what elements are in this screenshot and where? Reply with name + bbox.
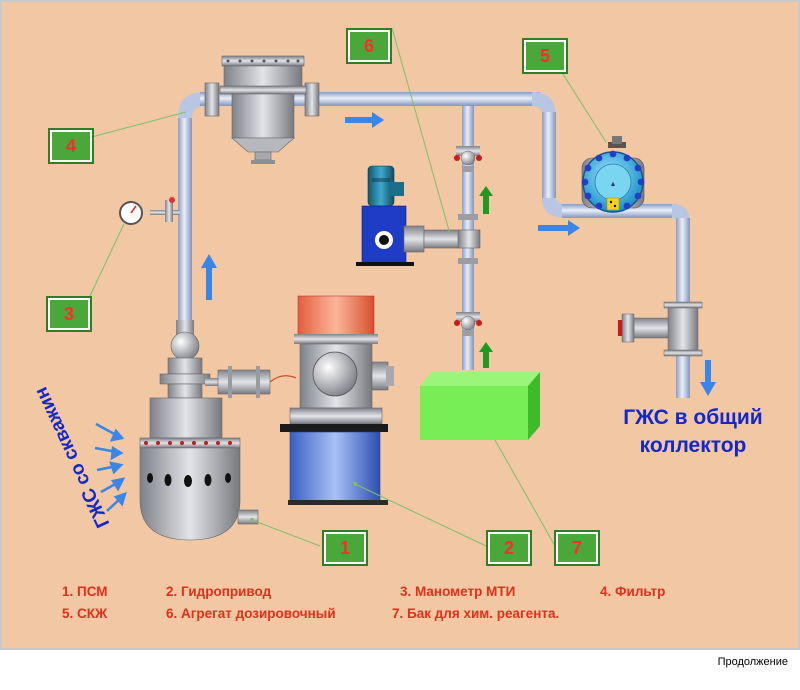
callout-6: 6 xyxy=(348,30,390,62)
continue-link[interactable]: Продолжение xyxy=(717,656,788,668)
leader-lines xyxy=(87,27,607,547)
callout-3: 3 xyxy=(48,298,90,330)
legend-item-5: 5. СКЖ xyxy=(62,606,108,621)
skz-unit: ▲ xyxy=(581,136,645,213)
callout-5: 5 xyxy=(524,40,566,72)
check-valve-upper xyxy=(454,146,482,172)
pressure-gauge xyxy=(119,197,180,225)
outflow-label-line1: ГЖС в общий xyxy=(623,406,763,429)
callout-4: 4 xyxy=(50,130,92,162)
flow-arrows-blue xyxy=(201,112,716,396)
callout-1: 1 xyxy=(324,532,366,564)
callout-7: 7 xyxy=(556,532,598,564)
outflow-label-line2: коллектор xyxy=(639,434,747,457)
filter-unit xyxy=(204,55,320,164)
legend-item-6: 6. Агрегат дозировочный xyxy=(166,606,336,621)
legend-item-3: 3. Манометр МТИ xyxy=(400,584,516,599)
outlet-valve xyxy=(618,301,703,357)
diagram-panel: ▲ 1 2 3 4 5 6 7 ГЖС xyxy=(0,0,800,650)
outflow-label: ГЖС в общий коллектор xyxy=(608,404,778,460)
psm-unit xyxy=(139,320,297,541)
svg-text:▲: ▲ xyxy=(610,181,617,188)
legend-item-2: 2. Гидропривод xyxy=(166,584,272,599)
callout-2: 2 xyxy=(488,532,530,564)
pipeline-diagram: ▲ xyxy=(0,0,800,650)
legend-item-1: 1. ПСМ xyxy=(62,584,108,599)
flow-arrows-green xyxy=(479,186,493,368)
check-valve-lower xyxy=(454,312,482,336)
hydraulic-drive xyxy=(280,295,394,505)
inflow-arrows xyxy=(94,422,127,512)
legend-item-7: 7. Бак для хим. реагента. xyxy=(392,606,560,621)
legend-item-4: 4. Фильтр xyxy=(600,584,666,599)
chemical-tank xyxy=(420,372,540,440)
dosing-unit xyxy=(356,165,481,266)
